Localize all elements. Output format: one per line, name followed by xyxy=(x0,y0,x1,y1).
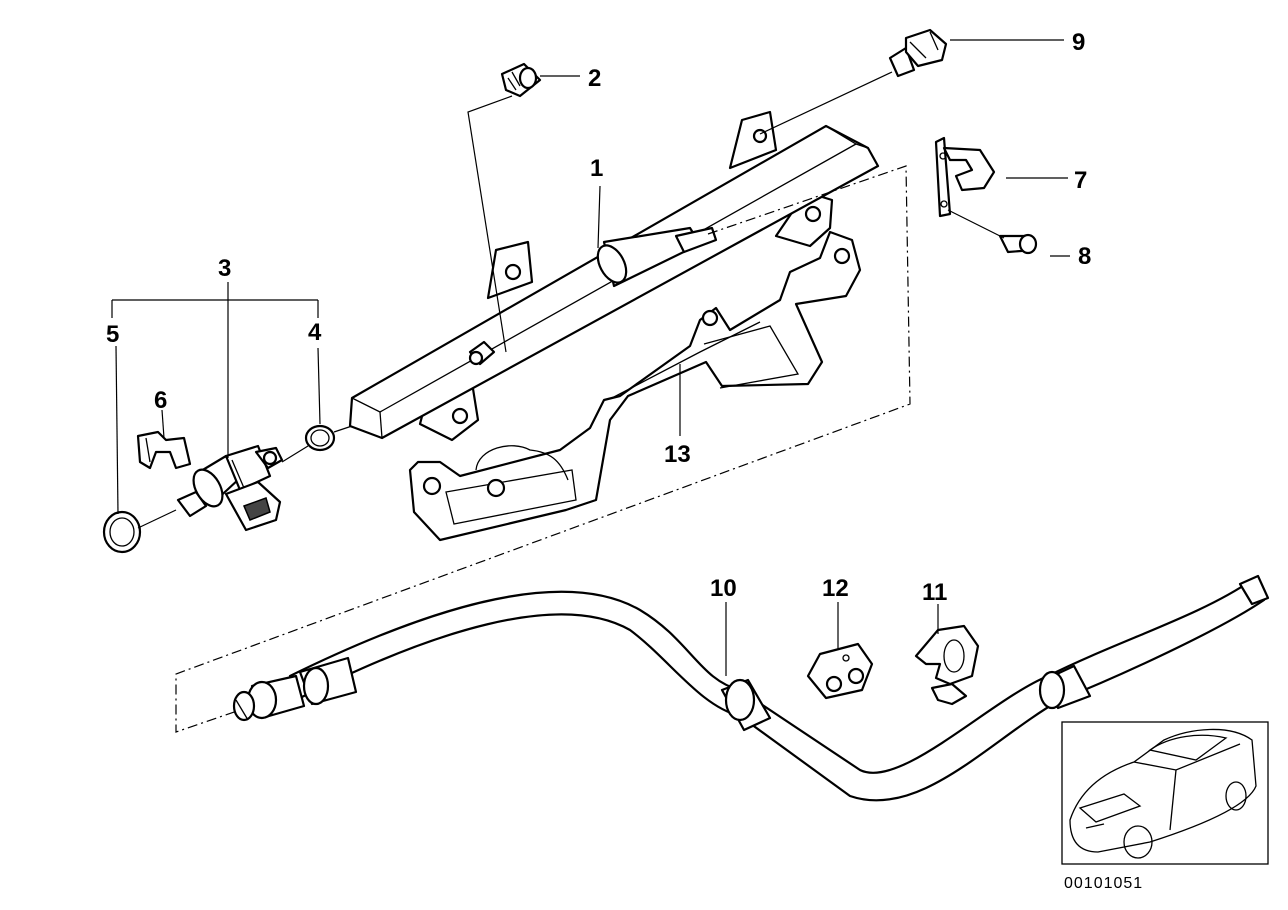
callout-7: 7 xyxy=(1074,167,1087,194)
fuel-rail[interactable] xyxy=(348,110,880,442)
callout-3: 3 xyxy=(218,255,231,282)
callout-1: 1 xyxy=(590,155,603,182)
injector-clip[interactable] xyxy=(136,430,192,470)
callout-8: 8 xyxy=(1078,243,1091,270)
callout-4: 4 xyxy=(308,319,322,346)
callout-6: 6 xyxy=(154,387,167,414)
pipe-holder[interactable] xyxy=(934,136,996,218)
callout-13: 13 xyxy=(664,441,691,468)
hose-clip-11[interactable] xyxy=(914,624,980,706)
callout-9: 9 xyxy=(1072,29,1085,56)
diagram-number: 00101051 xyxy=(1064,875,1143,892)
callout-11: 11 xyxy=(922,579,947,606)
o-ring-large[interactable] xyxy=(102,510,142,554)
callout-10: 10 xyxy=(710,575,737,602)
fuel-injector[interactable] xyxy=(176,444,284,532)
fuel-hose[interactable] xyxy=(232,574,1270,802)
callout-12: 12 xyxy=(822,575,849,602)
callout-5: 5 xyxy=(106,321,119,348)
hose-clamp-12[interactable] xyxy=(806,642,874,700)
o-ring-small[interactable] xyxy=(304,424,336,452)
vehicle-thumbnail xyxy=(1061,721,1269,865)
callout-2: 2 xyxy=(588,65,601,92)
screw-8[interactable] xyxy=(998,233,1038,255)
mounting-bracket[interactable] xyxy=(408,230,862,542)
bolt-9[interactable] xyxy=(888,28,948,78)
screw-2[interactable] xyxy=(500,62,542,98)
car-icon xyxy=(1069,728,1257,859)
